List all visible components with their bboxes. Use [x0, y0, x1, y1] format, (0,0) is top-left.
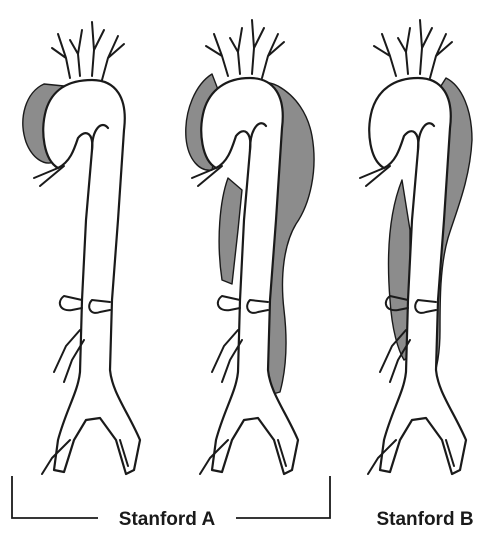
label-stanford-b: Stanford B [376, 509, 473, 530]
aorta-stanford-b [360, 20, 472, 474]
aorta-stanford-a-extended [186, 20, 314, 474]
arch-branch-vessels [206, 20, 284, 78]
label-stanford-a: Stanford A [119, 509, 216, 530]
dissection-descending-false-lumen [219, 178, 242, 284]
arch-branch-vessels [52, 22, 124, 80]
arch-branch-vessels [374, 20, 452, 78]
aorta-lumen [43, 80, 140, 474]
aorta-stanford-a-ascending [23, 22, 140, 474]
